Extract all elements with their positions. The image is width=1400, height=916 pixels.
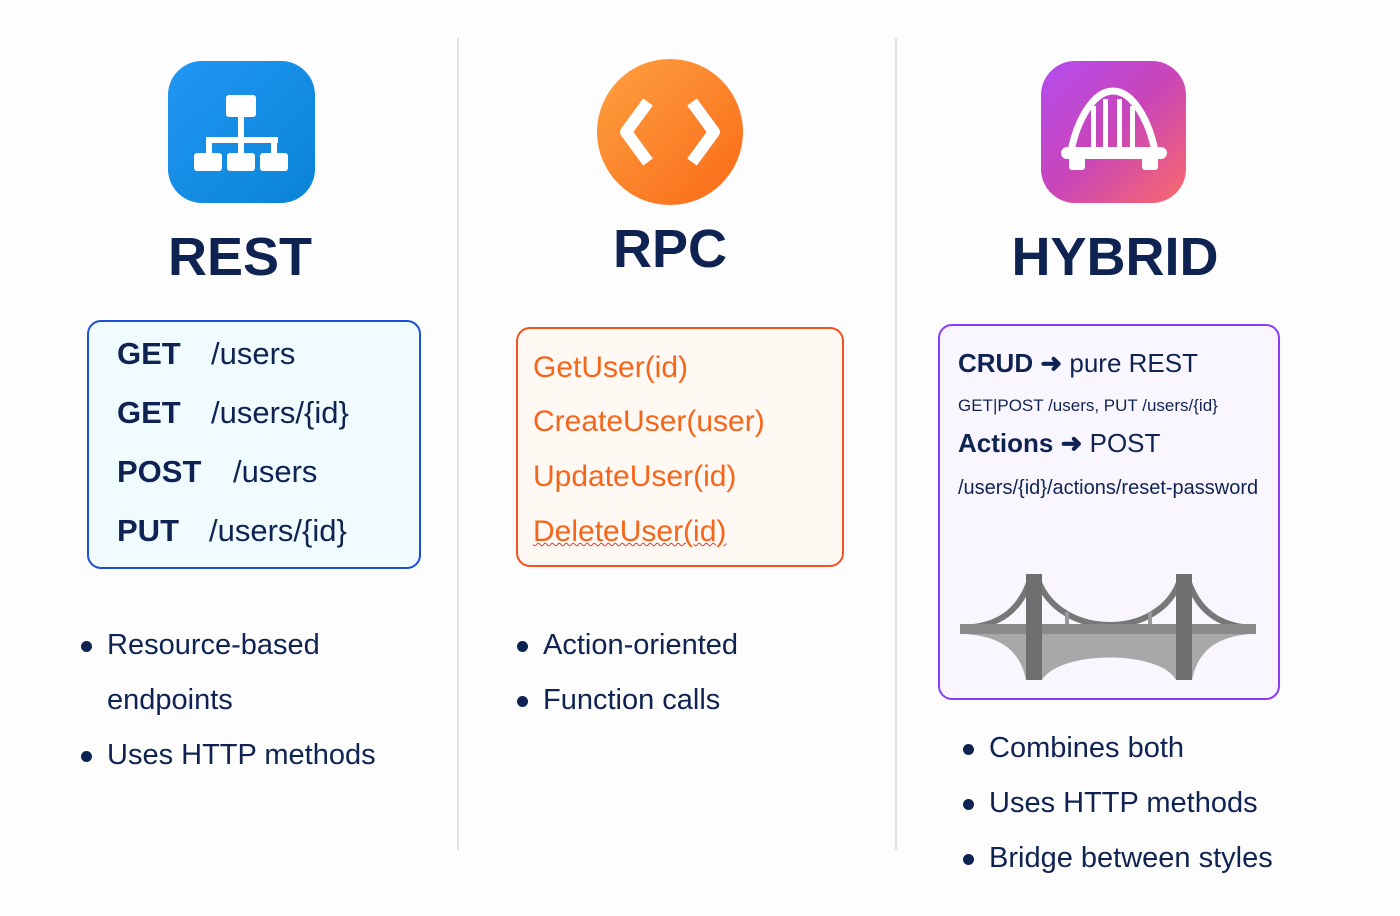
endpoint-path: /users/{id} xyxy=(211,395,349,430)
bullet-item: endpoints xyxy=(107,684,233,716)
endpoint-path: /users xyxy=(211,336,296,371)
bullet-item: Bridge between styles xyxy=(963,831,1273,886)
bullet-item: Action-oriented xyxy=(517,618,738,673)
crud-rule: CRUD ➜ pure REST xyxy=(958,348,1198,379)
bullet-item: Function calls xyxy=(517,673,738,728)
crud-value: pure REST xyxy=(1069,348,1198,378)
bullet-item: Combines both xyxy=(963,721,1273,776)
http-method: POST xyxy=(117,454,202,489)
bullet-item: Uses HTTP methods xyxy=(963,776,1273,831)
arrow-right-icon: ➜ xyxy=(1040,348,1063,378)
actions-label: Actions xyxy=(958,428,1054,458)
endpoint-row: GET/users/{id} xyxy=(117,395,349,431)
endpoint-row: POST/users xyxy=(117,454,317,490)
rpc-title: RPC xyxy=(612,219,727,279)
actions-value: POST xyxy=(1089,428,1161,458)
rest-endpoints-box: GET/users GET/users/{id} POST/users PUT/… xyxy=(87,320,421,569)
hybrid-bullets: Combines both Uses HTTP methods Bridge b… xyxy=(963,721,1273,886)
divider xyxy=(895,38,897,850)
bridge-icon xyxy=(1041,61,1186,203)
rpc-call: CreateUser(user) xyxy=(533,405,765,438)
rest-bullets: Resource-based endpoints Uses HTTP metho… xyxy=(81,618,376,783)
actions-example: /users/{id}/actions/reset-password xyxy=(958,477,1259,499)
divider xyxy=(457,38,459,850)
crud-example: GET|POST /users, PUT /users/{id} xyxy=(958,396,1218,415)
http-method: GET xyxy=(117,336,181,371)
hybrid-box: CRUD ➜ pure REST GET|POST /users, PUT /u… xyxy=(938,324,1280,700)
endpoint-row: PUT/users/{id} xyxy=(117,513,347,549)
endpoint-path: /users xyxy=(233,454,318,489)
endpoint-path: /users/{id} xyxy=(209,513,347,548)
rpc-call: GetUser(id) xyxy=(533,351,689,384)
rpc-call: UpdateUser(id) xyxy=(533,460,737,493)
http-method: GET xyxy=(117,395,181,430)
bullet-item: Resource-based xyxy=(81,618,376,673)
actions-rule: Actions ➜ POST xyxy=(958,428,1160,459)
rpc-call: DeleteUser(id) xyxy=(533,515,727,548)
bridge-illustration xyxy=(960,574,1256,680)
rpc-calls-box: GetUser(id) CreateUser(user) UpdateUser(… xyxy=(516,327,844,567)
endpoint-row: GET/users xyxy=(117,336,295,372)
sitemap-icon xyxy=(168,61,315,203)
http-method: PUT xyxy=(117,513,179,548)
bullet-item: Uses HTTP methods xyxy=(81,728,376,783)
rpc-bullets: Action-oriented Function calls xyxy=(517,618,738,728)
hybrid-title: HYBRID xyxy=(1011,227,1219,287)
rest-title: REST xyxy=(167,227,313,287)
arrow-right-icon: ➜ xyxy=(1060,428,1083,458)
crud-label: CRUD xyxy=(958,348,1034,378)
code-brackets-icon xyxy=(597,59,743,205)
